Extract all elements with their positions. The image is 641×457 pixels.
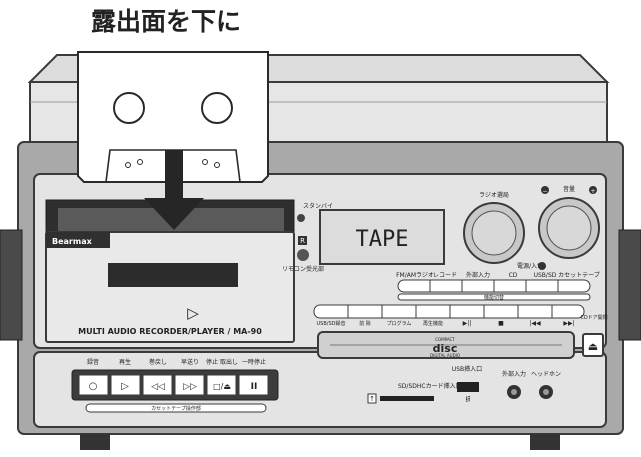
play-icon: ▷ <box>121 381 129 392</box>
remote-sensor: R リモコン受光部 <box>282 236 324 273</box>
tape-label-3: 早送り <box>181 358 199 366</box>
cd-slot[interactable] <box>317 331 575 359</box>
cd-label-3: 再生機能 <box>423 320 443 327</box>
tape-label-0: 録音 <box>87 358 99 366</box>
tape-label-5: 一時停止 <box>242 358 266 366</box>
tuning-label: ラジオ選局 <box>479 191 509 199</box>
rewind-icon: ◁◁ <box>151 382 165 392</box>
function-bar-label: 機能切替 <box>484 294 504 301</box>
cd-label-0: USB/SD録音 <box>317 320 346 327</box>
tape-window <box>108 263 238 287</box>
cd-door-label: CDドア開閉 <box>580 315 607 321</box>
volume-minus: − <box>542 188 547 195</box>
sd-arrow-icon: ↑ <box>369 395 375 403</box>
cd-control-row[interactable] <box>313 304 585 319</box>
function-label-3: CD <box>509 272 518 279</box>
volume-dial[interactable]: 音量 − + <box>538 185 600 259</box>
tape-control-row: ○ ▷ ◁◁ ▷▷ □/⏏ II <box>71 369 279 401</box>
tape-label-2: 巻戻し <box>149 358 167 366</box>
function-label-5: カセットテープ <box>558 272 600 279</box>
headphone-jack[interactable]: ヘッドホン <box>531 371 561 399</box>
tape-bar-label: カセットテープ操作部 <box>151 405 201 412</box>
tape-rewind-button[interactable] <box>142 374 173 396</box>
function-button-row: 機能切替 <box>397 279 591 301</box>
cd-eject-button[interactable]: CDドア開閉 ⏏ <box>580 315 608 357</box>
remote-icon: R <box>300 237 305 245</box>
volume-plus: + <box>590 188 595 195</box>
cd-logo-bottom: DIGITAL AUDIO <box>430 353 460 358</box>
display-text: TAPE <box>356 227 409 252</box>
cd-control-labels: USB/SD録音 前 除 プログラム 再生機能 ▶|| ■ |◀◀ ▶▶| <box>317 320 575 327</box>
headphone-label: ヘッドホン <box>531 371 561 378</box>
aux-input-jack[interactable]: 外部入力 <box>502 370 526 399</box>
cd-logo-top: COMPACT <box>435 337 455 342</box>
volume-label: 音量 <box>563 185 575 193</box>
power-label: 電源/入切 <box>517 262 543 270</box>
tape-play-button[interactable] <box>110 374 141 396</box>
usb-label: USB挿入口 <box>452 365 482 373</box>
function-label-2: 外部入力 <box>466 271 490 279</box>
record-icon: ○ <box>89 381 98 392</box>
tape-label-1: 再生 <box>119 358 131 366</box>
caption: 露出面を下に <box>91 7 241 36</box>
brand-badge <box>46 232 110 248</box>
cassette-door[interactable]: Bearmax ▷ MULTI AUDIO RECORDER/PLAYER / … <box>45 231 295 343</box>
tape-record-button[interactable] <box>78 374 109 396</box>
cd-label-6: |◀◀ <box>529 320 541 327</box>
stop-eject-icon: □/⏏ <box>213 382 231 391</box>
brand-name: Bearmax <box>52 237 93 246</box>
tuning-dial[interactable]: ラジオ選局 <box>463 191 525 264</box>
eject-icon: ⏏ <box>588 340 598 353</box>
tape-bar: カセットテープ操作部 <box>85 403 267 413</box>
tape-control-labels: 録音 再生 巻戻し 早送り 停止 取出し 一時停止 <box>87 358 266 366</box>
pause-icon: II <box>251 382 258 392</box>
play-symbol: ▷ <box>187 304 199 322</box>
aux-label: 外部入力 <box>502 370 526 378</box>
sd-card-slot[interactable]: SD/SDHCカード挿入口 ↑ <box>367 382 462 404</box>
tape-pause-button[interactable] <box>238 374 269 396</box>
lcd-display: TAPE <box>319 209 445 265</box>
tape-ffwd-button[interactable] <box>174 374 205 396</box>
tape-stop-eject-button[interactable] <box>206 374 237 396</box>
cd-label-5: ■ <box>498 320 504 327</box>
function-label-1: レコード <box>433 272 457 279</box>
cd-label-7: ▶▶| <box>563 320 574 327</box>
model-label: MULTI AUDIO RECORDER/PLAYER / MA-90 <box>78 327 262 336</box>
standby-indicator: スタンバイ <box>297 202 333 222</box>
tape-label-4: 停止 取出し <box>206 358 238 366</box>
function-label-0: FM/AMラジオ <box>396 272 434 279</box>
sd-label: SD/SDHCカード挿入口 <box>398 382 462 390</box>
cd-logo: COMPACT disc DIGITAL AUDIO <box>430 337 460 358</box>
function-labels: FM/AMラジオ レコード 外部入力 CD USB/SD カセットテープ <box>396 271 600 279</box>
fast-forward-icon: ▷▷ <box>183 382 197 392</box>
cd-label-4: ▶|| <box>463 320 472 327</box>
insert-arrow <box>144 150 204 230</box>
cd-label-1: 前 除 <box>359 320 371 327</box>
cd-label-2: プログラム <box>387 320 412 327</box>
standby-label: スタンバイ <box>303 202 333 210</box>
usb-port[interactable]: USB挿入口 ⭿ <box>452 365 482 404</box>
usb-icon: ⭿ <box>465 395 470 404</box>
remote-label: リモコン受光部 <box>282 265 324 273</box>
power-button[interactable]: 電源/入切 <box>517 262 546 270</box>
function-label-4: USB/SD <box>534 272 557 279</box>
cd-logo-main: disc <box>433 342 458 355</box>
